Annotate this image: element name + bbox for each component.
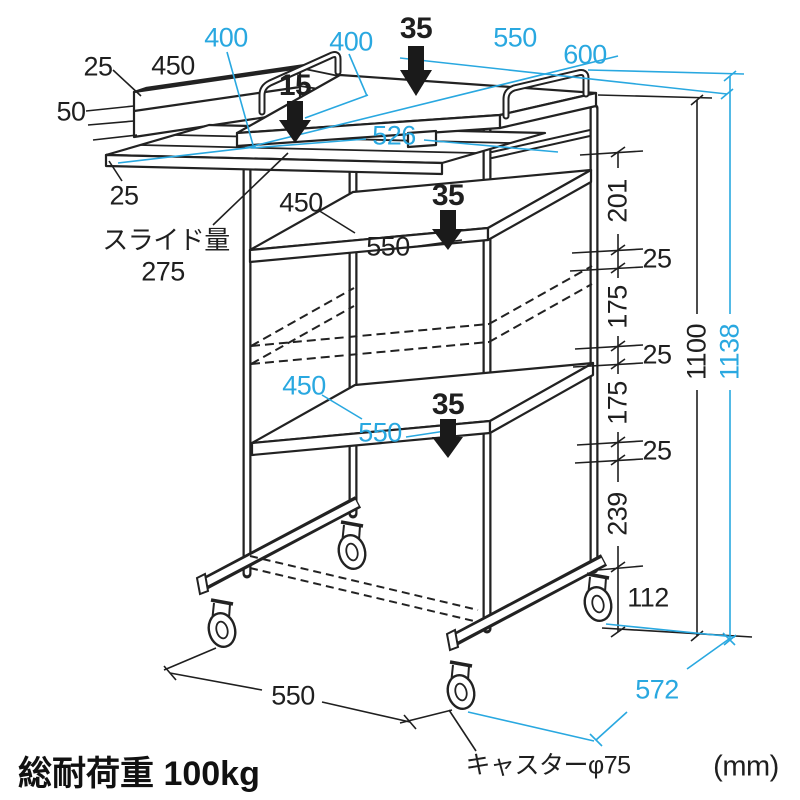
dim-slide-gap-15: 15 [278,69,312,102]
caster-note: キャスターφ75 [465,751,631,780]
dim-height-total: 1138 [714,323,745,381]
dim-slide-thickness: 25 [109,180,139,211]
dim-shelf3-width: 550 [358,417,402,448]
dim-shelf2-gap: 35 [431,179,465,212]
dim-seg-201: 201 [602,179,633,223]
middle-shelf [248,168,593,264]
dashed-shelf [250,265,593,365]
cyan-dimension-lines [117,51,745,747]
caster-rear-left [337,520,367,570]
dim-seg-25b: 25 [642,339,672,370]
dim-slide-depth-400: 400 [204,22,248,53]
dim-shelf2-width: 550 [366,231,410,262]
dim-left-lip: 25 [83,51,113,82]
dim-seg-175b: 175 [602,381,633,425]
dim-left-depth: 450 [151,50,195,81]
top-handles [258,51,590,120]
load-capacity-note: 総耐荷重 100kg [18,755,260,793]
dim-seg-112: 112 [627,582,669,613]
dim-base-depth: 572 [635,674,679,705]
dim-top-depth: 600 [563,39,607,70]
caster-front-right [446,660,476,710]
base-frame [195,496,608,652]
dim-shelf3-gap: 35 [431,388,465,421]
dim-seg-25a: 25 [642,243,672,274]
dim-left-height: 50 [56,96,86,127]
dim-top-depth-400: 400 [329,26,373,57]
dim-seg-239: 239 [602,492,633,536]
caster-rear-right [583,572,613,622]
dim-seg-175a: 175 [602,285,633,329]
unit-note: (mm) [713,750,779,783]
arrow-top-35 [400,46,432,96]
slide-amount-value: 275 [141,256,185,287]
arrow-slide-15 [279,101,311,143]
dim-shelf3-depth: 450 [282,370,326,401]
dim-top-width: 550 [493,22,537,53]
bottom-shelf [250,361,595,457]
black-dimension-lines [85,69,753,752]
caster-front-left [207,598,237,648]
dim-slide-width: 526 [372,120,416,151]
arrow-shelf3-35 [432,419,463,458]
clearance-arrows [279,46,463,458]
slide-latch [406,129,438,149]
dim-shelf2-depth: 450 [279,187,323,218]
arrow-shelf2-35 [432,210,463,250]
dim-base-width: 550 [271,680,315,711]
dim-seg-25c: 25 [642,435,672,466]
casters [207,520,613,710]
dim-height-frame: 1100 [681,323,712,381]
hidden-cross-braces [249,555,479,623]
slide-amount-label: スライド量 [102,225,230,255]
dim-top-gap-35: 35 [399,12,433,45]
